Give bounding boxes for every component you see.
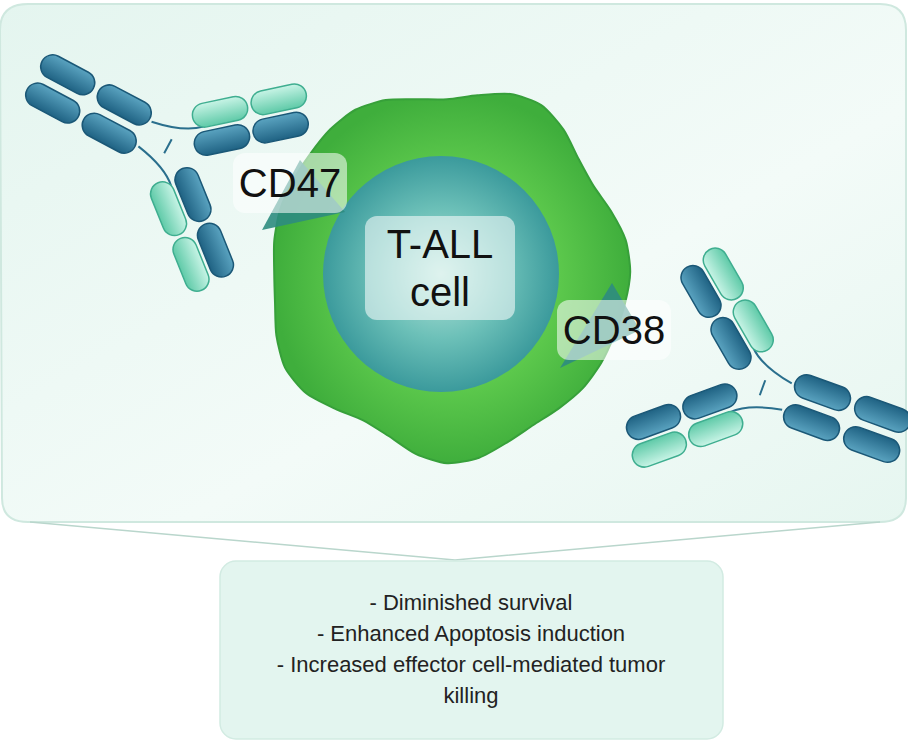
panel [0, 4, 906, 522]
light-chain [699, 244, 748, 304]
antibody [609, 233, 908, 552]
cell [262, 94, 640, 464]
light-chain [147, 178, 190, 239]
label-text: CD47 [239, 159, 341, 207]
heavy-chain [21, 79, 83, 127]
outcome-item: - Increased effector cell-mediated tumor… [271, 650, 671, 712]
outcome-list: - Diminished survival- Enhanced Apoptosi… [251, 582, 691, 717]
outcome-item: - Diminished survival [271, 588, 671, 619]
nucleus [323, 156, 559, 392]
light-chain [685, 408, 746, 450]
light-chain [190, 94, 250, 129]
light-chain [729, 296, 778, 356]
antigen-label: CD47 [233, 153, 347, 213]
light-chain [629, 429, 690, 471]
light-chain [249, 82, 309, 117]
heavy-chain [78, 109, 140, 157]
heavy-chain [851, 393, 908, 435]
light-chain [169, 234, 212, 295]
bracket [30, 522, 880, 560]
cell-label: T-ALL cell [365, 216, 515, 320]
antibodies [0, 0, 908, 553]
label-text: T-ALL cell [375, 220, 505, 316]
antigen-label: CD38 [557, 300, 671, 360]
result-panel [220, 561, 723, 739]
heavy-chain [251, 110, 311, 145]
cell-membrane [274, 94, 630, 464]
outcome-item: - Enhanced Apoptosis induction [271, 619, 671, 650]
label-text: CD38 [563, 306, 665, 354]
heavy-chain [791, 371, 854, 413]
